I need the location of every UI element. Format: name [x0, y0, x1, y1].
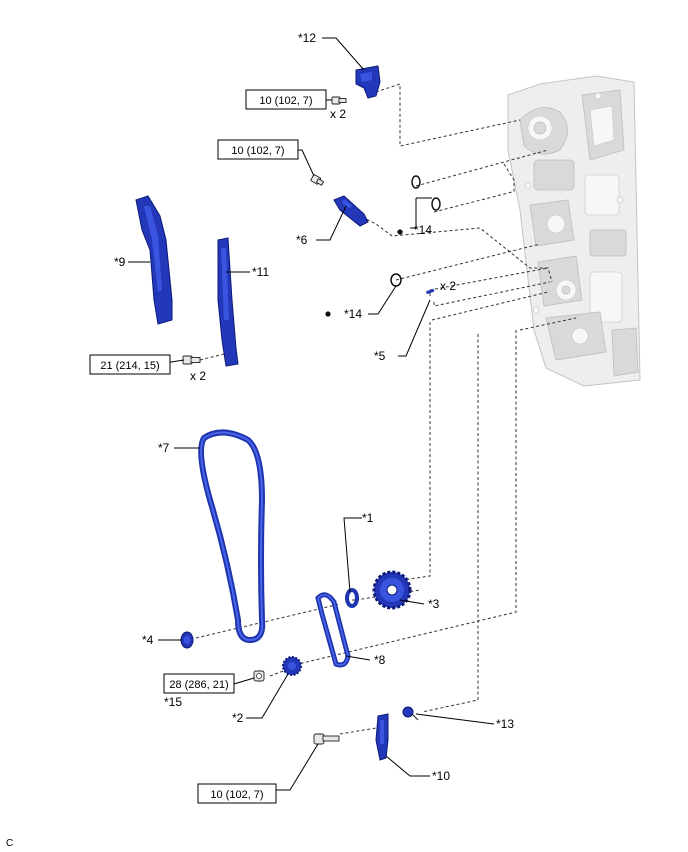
- quantity-11: x 2: [190, 369, 206, 383]
- part-1-ring: [345, 588, 359, 608]
- part-9-chain-slipper: [135, 195, 173, 325]
- bolt-6: [310, 174, 325, 186]
- bolt-11: [182, 355, 201, 365]
- bolt-10: [313, 733, 340, 745]
- torque-text-15: 28 (286, 21): [169, 679, 228, 691]
- torque-box-15: 28 (286, 21): [163, 673, 235, 694]
- part-11-chain-guide: [217, 237, 239, 367]
- callout-6: *6: [296, 233, 308, 247]
- callout-15: *15: [164, 695, 182, 709]
- part-7-timing-chain: [198, 429, 266, 644]
- footer-code: C: [6, 838, 13, 849]
- quantity-12: x 2: [330, 107, 346, 121]
- nut-15: [253, 670, 265, 682]
- part-13-spring: [402, 706, 419, 721]
- torque-text-11: 21 (214, 15): [100, 360, 159, 372]
- part-3-sprocket: [372, 570, 412, 610]
- assembly-lines: [195, 83, 577, 735]
- part-8-oil-pump-chain: [315, 592, 351, 668]
- torque-box-12: 10 (102, 7): [245, 89, 327, 110]
- torque-box-11: 21 (214, 15): [89, 354, 171, 375]
- torque-text-12: 10 (102, 7): [259, 95, 312, 107]
- callout-14-lower: *14: [344, 307, 362, 321]
- part-6-chain-tensioner: [333, 195, 369, 227]
- callout-12: *12: [298, 31, 316, 45]
- engine-block: [507, 75, 641, 387]
- callout-4: *4: [142, 633, 154, 647]
- callout-13: *13: [496, 717, 514, 731]
- callout-2: *2: [232, 711, 244, 725]
- callout-8: *8: [374, 653, 386, 667]
- callout-7: *7: [158, 441, 170, 455]
- torque-box-10: 10 (102, 7): [197, 783, 277, 804]
- part-10-tensioner-arm: [375, 713, 389, 761]
- bolt-12: [331, 96, 347, 105]
- part-4-crank-sprocket: [180, 631, 194, 649]
- part-12-bracket: [355, 65, 381, 99]
- torque-box-6: 10 (102, 7): [217, 139, 299, 160]
- part-5-pin: [425, 288, 435, 295]
- callout-5: *5: [374, 349, 386, 363]
- torque-text-6: 10 (102, 7): [231, 145, 284, 157]
- callout-9: *9: [114, 255, 126, 269]
- torque-text-10: 10 (102, 7): [210, 789, 263, 801]
- part-2-oil-pump-sprocket: [282, 656, 302, 676]
- quantity-5: x 2: [440, 279, 456, 293]
- callout-11: *11: [252, 265, 269, 279]
- callout-3: *3: [428, 597, 440, 611]
- callout-10: *10: [432, 769, 450, 783]
- callout-14-upper: *14: [414, 223, 432, 237]
- callout-1: *1: [362, 511, 374, 525]
- apply-dots: [325, 229, 403, 317]
